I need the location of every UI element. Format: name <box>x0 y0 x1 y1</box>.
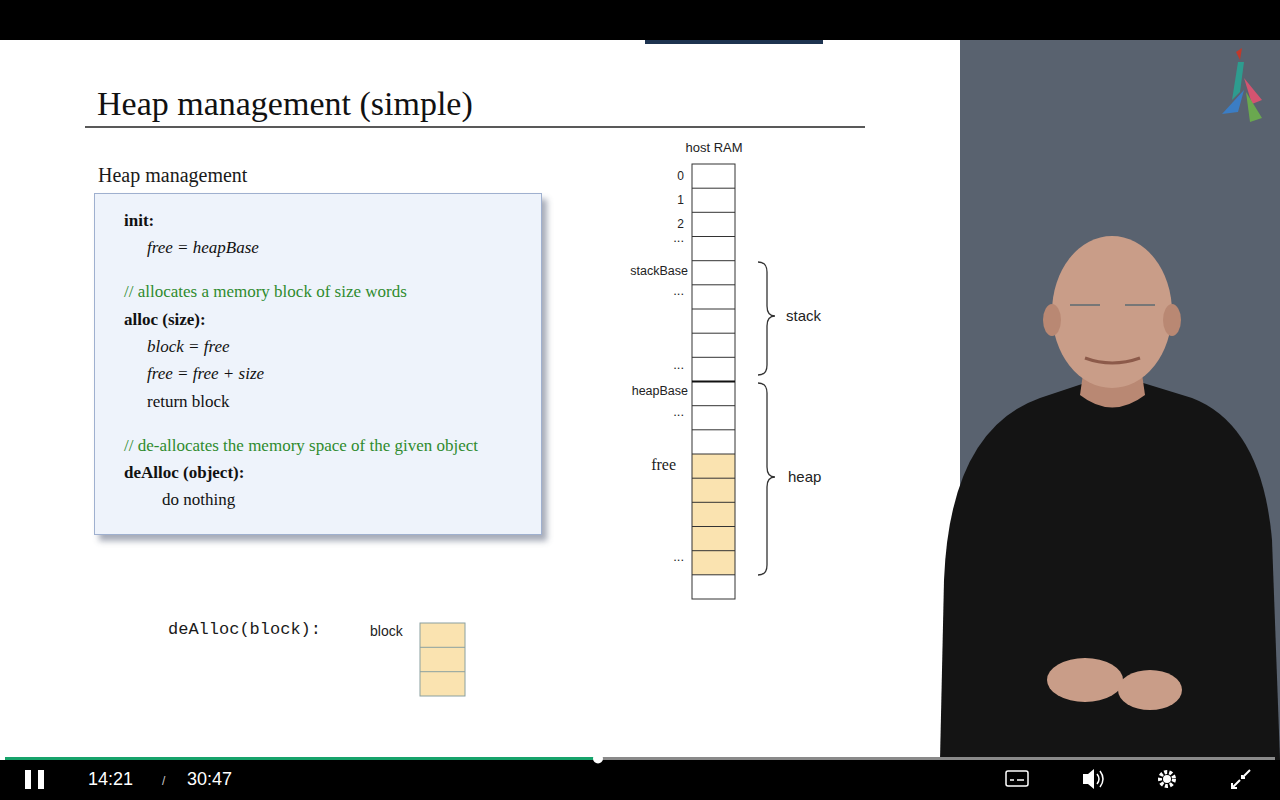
pause-icon <box>25 770 31 789</box>
progress-knob <box>593 754 603 764</box>
ram-cell-lines <box>692 188 735 575</box>
time-total: 30:47 <box>187 769 232 791</box>
progress-rest <box>598 757 1275 760</box>
pause-icon <box>38 770 44 789</box>
settings-icon <box>1160 772 1174 786</box>
settings-icon <box>1163 775 1171 783</box>
progress-played <box>5 757 598 760</box>
lecturer-mouth <box>1085 358 1140 363</box>
address-name: heapBase <box>632 384 688 399</box>
time-current: 14:21 <box>88 769 133 791</box>
region-name: stack <box>786 307 821 325</box>
lecturer-ear <box>1043 304 1061 336</box>
ram-column <box>692 164 735 599</box>
pointer-name: free <box>651 455 676 474</box>
code-line: alloc (size): <box>124 310 206 330</box>
fullscreen-icon <box>1232 770 1250 788</box>
lecturer-glasses <box>1070 304 1155 306</box>
code-line: init: <box>124 211 154 231</box>
free-cells <box>692 454 735 575</box>
slide-title: Heap management (simple) <box>97 84 473 125</box>
lecturer-figure <box>940 236 1280 760</box>
lecturer-ear <box>1163 304 1181 336</box>
captions-icon <box>1010 779 1024 781</box>
volume-icon <box>1083 769 1094 789</box>
lecturer-hands <box>1047 658 1123 702</box>
title-rule <box>85 126 865 128</box>
code-line: deAlloc (object): <box>124 463 244 483</box>
code-line: do nothing <box>162 490 235 510</box>
code-call: deAlloc(block): <box>168 620 321 640</box>
logo-piece <box>1236 48 1242 60</box>
code-line: free = free + size <box>147 364 264 384</box>
time-separator: / <box>162 774 165 788</box>
slide-tab <box>645 40 823 44</box>
ellipsis: ... <box>673 404 684 420</box>
volume-icon <box>1097 771 1103 787</box>
block-cell-lines <box>420 647 465 671</box>
ellipsis: ... <box>673 230 684 246</box>
code-comment: // de-allocates the memory space of the … <box>124 436 478 456</box>
code-box: Heap managementinit:free = heapBase// al… <box>94 193 542 535</box>
address-number: 1 <box>677 193 684 207</box>
logo-piece <box>1246 92 1262 122</box>
logo <box>1222 48 1262 122</box>
lecturer-hands <box>1118 670 1182 710</box>
logo-piece <box>1222 90 1244 114</box>
ellipsis: ... <box>673 283 684 299</box>
address-number: 0 <box>677 169 684 183</box>
lecturer-head <box>1052 236 1172 388</box>
address-name: stackBase <box>630 264 688 279</box>
code-line: block = free <box>147 337 230 357</box>
block-label: block <box>370 623 403 640</box>
slide-area <box>0 40 960 760</box>
ellipsis: ... <box>673 549 684 565</box>
region-name: heap <box>788 468 821 486</box>
lecturer-shirt <box>940 382 1280 760</box>
memory-heading: host RAM <box>685 140 742 156</box>
code-line: return block <box>147 392 230 412</box>
address-number: 2 <box>677 217 684 231</box>
code-line: free = heapBase <box>147 238 259 258</box>
heap-brace <box>758 383 775 575</box>
stack-brace <box>758 262 775 375</box>
ellipsis: ... <box>673 357 684 373</box>
code-comment: // allocates a memory block of size word… <box>124 282 407 302</box>
logo-piece <box>1244 78 1262 104</box>
heap-boundary <box>692 381 735 383</box>
box-heading: Heap management <box>98 163 247 187</box>
block-cells <box>420 623 465 696</box>
captions-icon <box>1006 771 1028 786</box>
